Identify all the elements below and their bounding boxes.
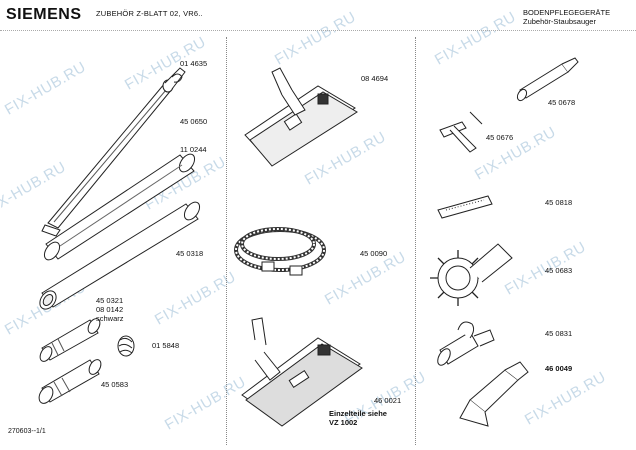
column-divider-right xyxy=(415,37,416,445)
adapter-2-drawing xyxy=(38,359,102,404)
upholstery-nozzle-drawing xyxy=(439,111,483,153)
part-number: 45 0818 xyxy=(545,198,573,207)
part-number: 46 0021 xyxy=(374,396,402,405)
crevice-tool-drawing xyxy=(41,67,186,237)
wide-nozzle-drawing xyxy=(459,361,529,427)
part-number: 08 4694 xyxy=(361,74,389,83)
floor-nozzle-2-drawing xyxy=(241,317,363,427)
part-number: 45 0321 xyxy=(96,296,124,305)
clip-drawing xyxy=(171,73,183,83)
reference-code: VZ 1002 xyxy=(329,418,358,427)
spring-ring-drawing xyxy=(117,335,135,357)
part-number: 45 0583 xyxy=(101,380,129,389)
category-title: BODENPFLEGEGERÄTE xyxy=(523,8,611,17)
sheet-subtitle: ZUBEHÖR Z-BLATT 02, VR6.. xyxy=(96,9,203,18)
part-number: 45 0676 xyxy=(486,133,514,142)
part-number: 08 0142 xyxy=(96,305,124,314)
part-number: 45 0318 xyxy=(176,249,204,258)
part-number: 45 0678 xyxy=(548,98,576,107)
category-subtitle: Zubehör-Staubsauger xyxy=(523,17,596,26)
floor-nozzle-drawing xyxy=(244,67,358,167)
drawing-code: 270603--1/1 xyxy=(8,428,46,435)
part-number: 45 0090 xyxy=(360,249,388,258)
part-note: schwarz xyxy=(96,314,124,323)
part-number: 45 0650 xyxy=(180,117,208,126)
part-number: 45 0831 xyxy=(545,329,573,338)
crevice-nozzle-drawing xyxy=(516,57,579,102)
hose-drawing xyxy=(234,227,326,276)
part-number: 45 0683 xyxy=(545,266,573,275)
clip-nozzle-drawing xyxy=(437,321,495,366)
part-number: 01 5848 xyxy=(152,341,180,350)
part-number: 01 4635 xyxy=(180,59,208,68)
adapter-drawing xyxy=(39,318,101,362)
round-brush-drawing xyxy=(430,243,513,306)
brand-logo: SIEMENS xyxy=(6,6,82,23)
brush-strip-drawing xyxy=(437,195,493,219)
extension-tube-2-drawing xyxy=(39,201,201,310)
part-number: 11 0244 xyxy=(180,145,207,154)
reference-note: Einzelteile siehe xyxy=(329,409,387,418)
header-divider xyxy=(0,30,636,31)
extension-tube-drawing xyxy=(43,153,196,261)
part-number: 46 0049 xyxy=(545,364,573,373)
column-divider-left xyxy=(226,37,227,445)
